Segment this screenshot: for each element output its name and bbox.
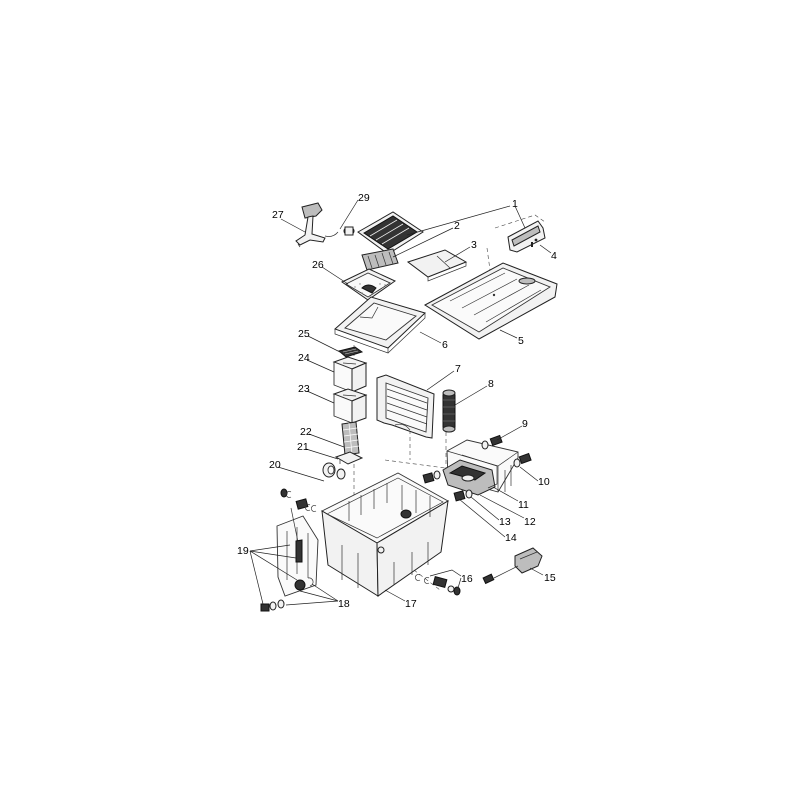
callout-25: 25 xyxy=(298,328,310,340)
callout-24: 24 xyxy=(298,352,310,364)
part-9-fitting xyxy=(481,434,503,450)
callout-1: 1 xyxy=(512,198,518,210)
callout-5: 5 xyxy=(518,335,524,347)
callout-4: 4 xyxy=(551,250,557,262)
part-23-filter-sponge xyxy=(332,388,368,424)
part-13-o-ring xyxy=(465,489,473,499)
callout-23: 23 xyxy=(298,383,310,395)
part-26-basket xyxy=(341,268,396,301)
callout-29: 29 xyxy=(358,192,370,204)
part-27-handle xyxy=(295,202,339,248)
callout-9: 9 xyxy=(522,418,528,430)
callout-14: 14 xyxy=(505,532,517,544)
callout-15: 15 xyxy=(544,572,556,584)
callout-7: 7 xyxy=(455,363,461,375)
part-6-insert-frame xyxy=(334,296,426,354)
callout-17: 17 xyxy=(405,598,417,610)
part-5-main-lid xyxy=(424,262,558,340)
left-connector-set xyxy=(280,488,317,512)
callout-26: 26 xyxy=(312,259,324,271)
part-19-dirt-drain xyxy=(276,507,319,597)
part-21-holder xyxy=(334,451,364,465)
part-10-fitting xyxy=(513,452,532,468)
callout-20: 20 xyxy=(269,459,281,471)
part-29-uvc-lamp xyxy=(343,226,355,236)
callout-22: 22 xyxy=(300,426,312,438)
part-8-cylindrical-filter xyxy=(442,389,456,433)
part-7-filter-plate xyxy=(376,374,435,439)
part-18-seals xyxy=(260,599,285,612)
part-14-hose-tail xyxy=(453,490,466,502)
part-12-outlet-unit xyxy=(442,459,496,496)
part-22-grid-insert xyxy=(341,421,360,456)
part-4-bracket xyxy=(507,220,546,253)
callout-27: 27 xyxy=(272,209,284,221)
callout-2: 2 xyxy=(454,220,460,232)
part-15-power-adapter xyxy=(482,547,543,585)
leader-lines xyxy=(249,199,552,606)
callout-3: 3 xyxy=(471,239,477,251)
part-16-connector-set xyxy=(415,574,461,596)
left-outlet-fitting xyxy=(422,470,441,484)
part-2-grid-strip xyxy=(361,248,399,271)
callout-6: 6 xyxy=(442,339,448,351)
part-11-seal xyxy=(461,454,498,489)
part-20-ring-nut xyxy=(322,462,346,480)
part-17-filter-housing xyxy=(321,472,449,597)
callout-8: 8 xyxy=(488,378,494,390)
callout-10: 10 xyxy=(538,476,550,488)
callout-21: 21 xyxy=(297,441,309,453)
callout-16: 16 xyxy=(461,573,473,585)
callout-19: 19 xyxy=(237,545,249,557)
callout-labels: 1 2 3 4 5 6 7 8 9 10 11 12 13 14 15 16 1… xyxy=(237,192,557,610)
part-25-clip xyxy=(337,346,364,358)
callout-18: 18 xyxy=(338,598,350,610)
part-3-cover-plate xyxy=(406,249,468,282)
callout-13: 13 xyxy=(499,516,511,528)
callout-12: 12 xyxy=(524,516,536,528)
callout-11: 11 xyxy=(518,499,529,511)
part-24-filter-sponge xyxy=(332,356,368,393)
